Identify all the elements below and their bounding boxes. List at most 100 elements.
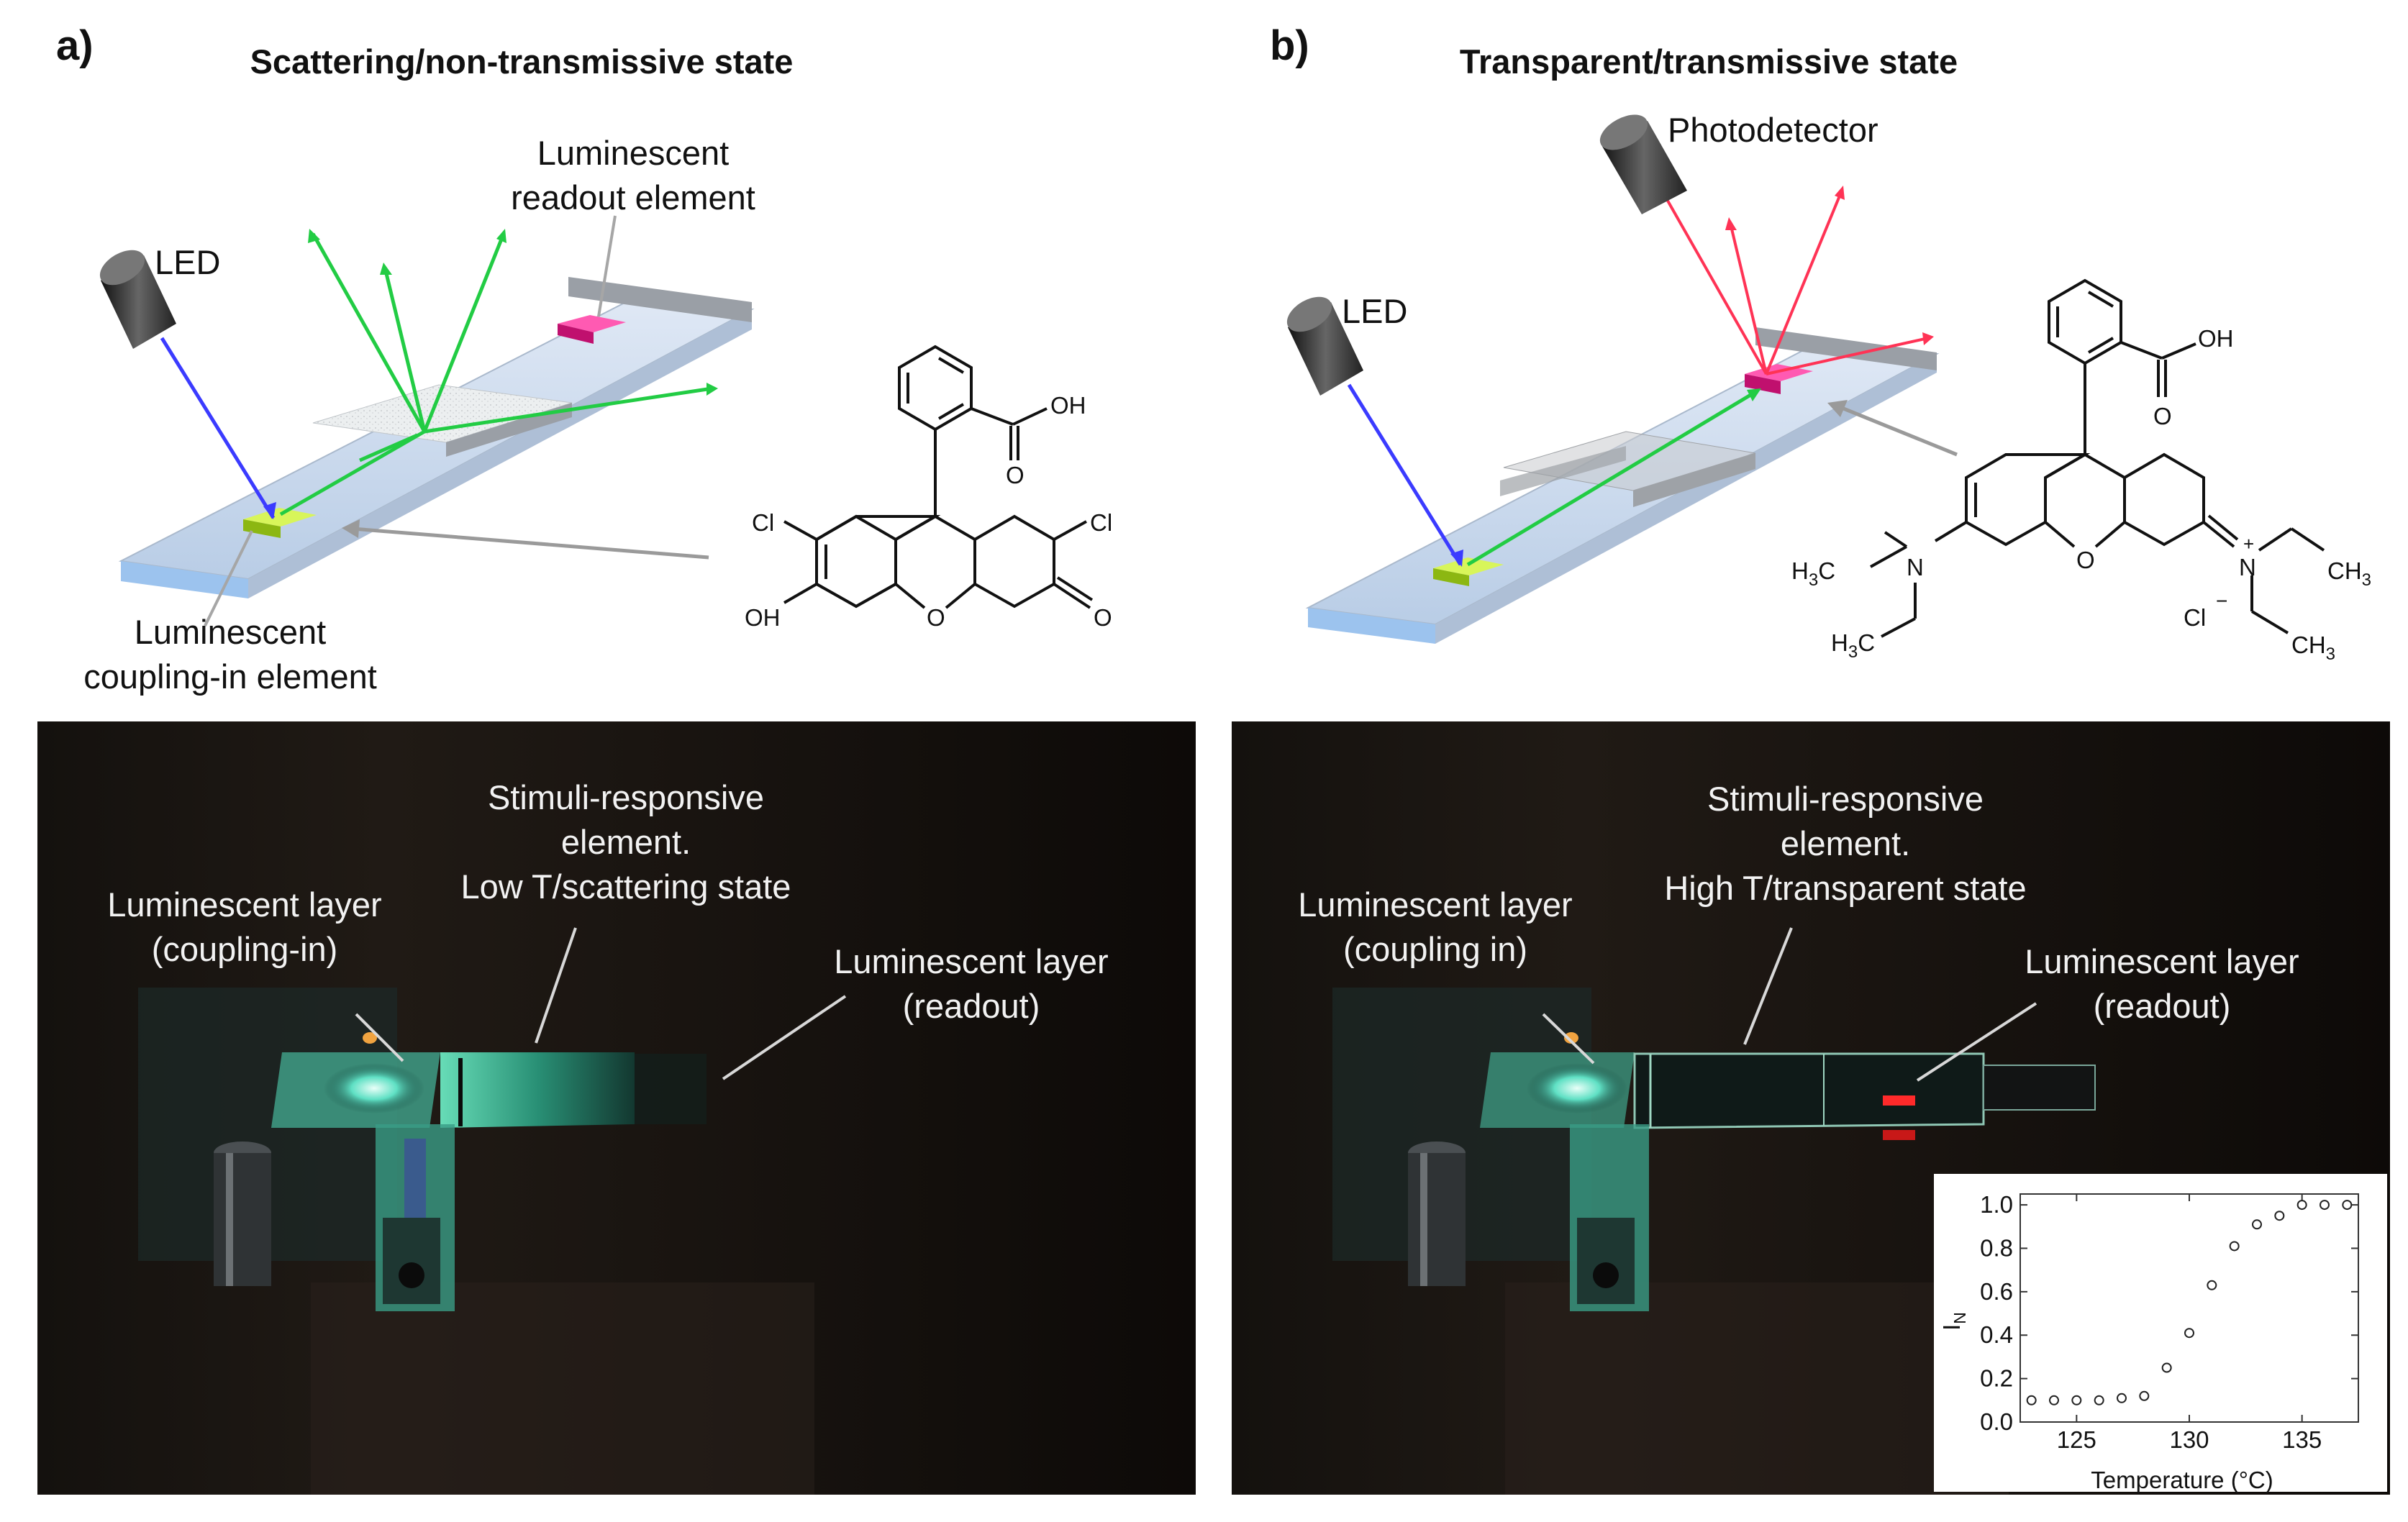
led-beam-a xyxy=(160,337,276,519)
atom-oh-phenol-a: OH xyxy=(745,604,781,631)
molecule-arrow-a xyxy=(352,527,709,560)
photo-b-label-readout: Luminescent layer (readout) xyxy=(1996,939,2327,1029)
atom-oh-acid-a: OH xyxy=(1050,392,1086,419)
photo-b-label-stimuli: Stimuli-responsive element. High T/trans… xyxy=(1637,777,2054,911)
atom-ch3-bottom-b: CH3 xyxy=(2291,632,2335,664)
scattering-element-side xyxy=(446,403,572,457)
readout-holder-b xyxy=(1755,327,1937,370)
photo-a-label-stimuli: Stimuli-responsive element. Low T/scatte… xyxy=(439,775,813,909)
atom-cl-left-a: Cl xyxy=(752,509,774,536)
glass-slide-edge xyxy=(121,561,248,598)
inset-data-point xyxy=(2342,1200,2353,1211)
inset-ytick-label: 0.8 xyxy=(1980,1234,2013,1261)
panel-a-schematic: Cl Cl OH O OH O O xyxy=(99,215,1112,631)
inset-data-point xyxy=(2071,1395,2082,1405)
photo-a-label-stimuli-line-3: Low T/scattering state xyxy=(460,867,791,906)
atom-h3c-top-b: H3C xyxy=(1791,557,1835,590)
readout-square xyxy=(558,315,626,332)
inset-data-point xyxy=(2320,1200,2330,1211)
led-beam-b xyxy=(1347,383,1463,566)
molecule-b xyxy=(1870,278,2325,638)
coupling-square-b xyxy=(1433,557,1504,575)
photo-b-label-coupling-line-2: (coupling in) xyxy=(1342,930,1528,968)
readout-square-side xyxy=(558,324,594,344)
photodetector xyxy=(1599,114,1687,214)
inset-xtick-label: 130 xyxy=(2169,1426,2209,1453)
inset-frame xyxy=(2019,1193,2359,1423)
photo-b-label-stimuli-line-3: High T/transparent state xyxy=(1664,869,2027,907)
photo-a-label-readout-line-2: (readout) xyxy=(902,987,1040,1025)
inset-data-point xyxy=(2161,1362,2172,1373)
atom-cl-b: Cl xyxy=(2184,604,2206,631)
green-emission-b xyxy=(1466,390,1757,567)
photo-b-label-coupling: Luminescent layer (coupling in) xyxy=(1284,883,1586,972)
atom-ch3-top-b: CH3 xyxy=(2327,557,2371,590)
photo-b-label-readout-line-1: Luminescent layer xyxy=(2025,942,2299,980)
atom-cl-right-a: Cl xyxy=(1090,509,1112,536)
panel-b-schematic: OH O O N N + Cl − H3C H3C CH3 CH3 xyxy=(1286,114,2371,664)
inset-xlabel: Temperature (°C) xyxy=(2091,1467,2273,1493)
inset-ytick-label: 1.0 xyxy=(1980,1191,2013,1218)
inset-data-point xyxy=(2117,1393,2127,1403)
panel-a-letter: a) xyxy=(56,22,94,69)
inset-points xyxy=(2026,1200,2353,1405)
inset-ytick-label: 0.2 xyxy=(1980,1365,2013,1392)
readout-square-b-side xyxy=(1745,374,1781,394)
label-readout-element-line-2: readout element xyxy=(511,178,755,217)
panel-b-title: Transparent/transmissive state xyxy=(1459,42,1958,81)
green-emission-a xyxy=(279,229,718,516)
inset-xtick-label: 125 xyxy=(2057,1426,2096,1453)
photo-a-label-readout-line-1: Luminescent layer xyxy=(834,942,1109,980)
inset-ytick-label: 0.6 xyxy=(1980,1278,2013,1305)
inset-data-point xyxy=(2139,1390,2150,1401)
atom-o-acid-a: O xyxy=(1006,462,1024,488)
glass-slide-b-side xyxy=(1435,354,1937,644)
label-coupling-element: Luminescent coupling-in element xyxy=(58,610,403,699)
photo-b-label-stimuli-line-1: Stimuli-responsive xyxy=(1707,780,1984,818)
led-b xyxy=(1286,296,1363,396)
photo-b-label-readout-line-2: (readout) xyxy=(2093,987,2231,1025)
atom-h3c-bottom-b: H3C xyxy=(1831,629,1875,662)
red-emission-b xyxy=(1658,186,1934,375)
label-coupling-element-line-1: Luminescent xyxy=(134,613,327,651)
photo-b-label-stimuli-line-2: element. xyxy=(1780,824,1911,862)
inset-data-point xyxy=(2252,1219,2262,1230)
inset-ylabel: IN xyxy=(1938,1312,1969,1331)
label-readout-element-line-1: Luminescent xyxy=(537,134,730,172)
atom-o-acid-b: O xyxy=(2153,403,2172,429)
inset-data-point xyxy=(2049,1395,2059,1405)
inset-ytick-label: 0.0 xyxy=(1980,1408,2013,1435)
label-led-b: LED xyxy=(1342,292,1408,330)
leader-coupling-element xyxy=(204,530,253,626)
photo-a xyxy=(37,721,1196,1495)
atom-n-right-b: N xyxy=(2239,554,2256,580)
atom-plus-b: + xyxy=(2243,533,2254,555)
photo-a-label-coupling: Luminescent layer (coupling-in) xyxy=(94,883,396,972)
leader-readout-element xyxy=(597,215,617,317)
inset-data-point xyxy=(2184,1328,2194,1339)
atom-n-left-b: N xyxy=(1907,554,1924,580)
inset-ytick-label: 0.4 xyxy=(1980,1321,2013,1348)
photo-a-label-readout: Luminescent layer (readout) xyxy=(806,939,1137,1029)
glass-slide-b-edge xyxy=(1308,608,1435,644)
inset-data-point xyxy=(2026,1395,2037,1405)
panel-b-letter: b) xyxy=(1270,22,1309,69)
readout-holder xyxy=(568,277,752,322)
panel-a-title: Scattering/non-transmissive state xyxy=(250,42,794,81)
atom-minus-b: − xyxy=(2216,590,2227,612)
label-readout-element: Luminescent readout element xyxy=(489,131,777,220)
molecule-arrow-b xyxy=(1837,404,1958,457)
inset-data-point xyxy=(2229,1241,2240,1252)
inset-data-point xyxy=(2207,1280,2217,1290)
photo-a-label-stimuli-line-1: Stimuli-responsive xyxy=(488,778,764,816)
coupling-square-side xyxy=(243,519,281,538)
inset-data-point xyxy=(2094,1395,2104,1405)
photo-a-label-stimuli-line-2: element. xyxy=(560,823,691,861)
label-photodetector: Photodetector xyxy=(1668,111,1878,149)
label-coupling-element-line-2: coupling-in element xyxy=(83,657,377,696)
